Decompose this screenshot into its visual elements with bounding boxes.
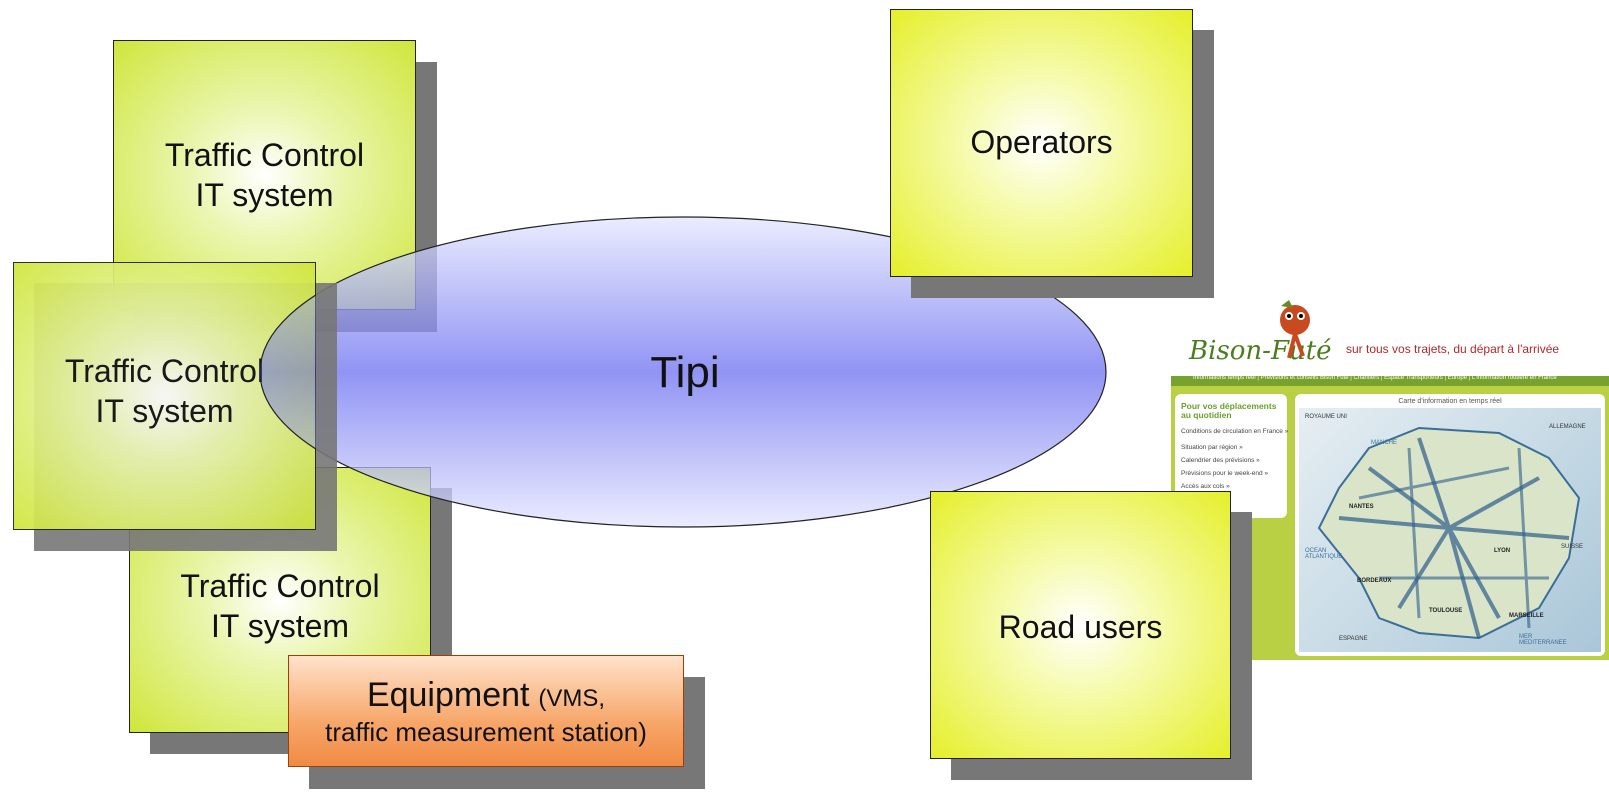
traffic-control-line1: Traffic Control <box>180 568 380 604</box>
screenshot-left-item: Prévisions pour le week-end » <box>1181 470 1269 477</box>
map-label: LYON <box>1494 548 1511 554</box>
screenshot-left-item: Conditions de circulation en France » <box>1181 428 1289 435</box>
screenshot-left-item: Situation par région » <box>1181 444 1243 451</box>
map-label: TOULOUSE <box>1429 608 1463 614</box>
screenshot-left-panel-title: Pour vos déplacements au quotidien <box>1181 401 1277 421</box>
map-label: ESPAGNE <box>1339 636 1368 642</box>
traffic-control-label: Traffic Control IT system <box>180 566 379 646</box>
screenshot-map-title: Carte d'information en temps réel <box>1398 398 1502 405</box>
map-label: SUISSE <box>1561 544 1584 550</box>
road-users-label: Road users <box>998 609 1163 645</box>
france-traffic-map: ROYAUME UNI ALLEMAGNE MANCHE OCEAN ATLAN… <box>1299 408 1601 652</box>
traffic-control-line2: IT system <box>95 393 234 429</box>
map-label: BORDEAUX <box>1357 578 1392 584</box>
screenshot-left-item: Calendrier des prévisions » <box>1181 457 1260 464</box>
map-label: ALLEMAGNE <box>1549 424 1586 430</box>
traffic-control-line1: Traffic Control <box>164 137 365 173</box>
screenshot-nav-text: Informations temps réel | Prévisions et … <box>1193 375 1557 381</box>
screenshot-logo: Bison-Futé <box>1189 336 1332 366</box>
traffic-control-line1: Traffic Control <box>64 353 265 389</box>
traffic-control-label: Traffic Control IT system <box>165 135 364 215</box>
equipment-line1: Equipment (VMS, <box>367 674 605 717</box>
traffic-control-line2: IT system <box>210 608 350 644</box>
tipi-label: Tipi <box>650 348 720 397</box>
bison-fute-screenshot: Bison-Futé sur tous vos trajets, du dépa… <box>1171 298 1609 660</box>
map-label: MER MEDITERRANEE <box>1519 634 1567 646</box>
map-label: OCEAN ATLANTIQUE <box>1305 548 1343 560</box>
equipment-box: Equipment (VMS, traffic measurement stat… <box>288 655 684 767</box>
screenshot-header <box>1171 298 1609 378</box>
bison-mascot-icon <box>1280 300 1310 359</box>
screenshot-navbar <box>1171 376 1609 386</box>
map-label: MARSEILLE <box>1509 613 1544 619</box>
operators-box: Operators <box>890 9 1193 277</box>
equipment-detail1: (VMS, <box>538 684 606 712</box>
operators-label: Operators <box>970 124 1113 160</box>
screenshot-tagline: sur tous vos trajets, du départ à l'arri… <box>1346 342 1560 356</box>
traffic-control-label: Traffic Control IT system <box>65 351 264 431</box>
map-label: ROYAUME UNI <box>1305 414 1347 420</box>
equipment-detail2: traffic measurement station) <box>325 717 647 747</box>
screenshot-left-item: Accès aux cols » <box>1181 483 1230 490</box>
map-label: NANTES <box>1349 504 1374 510</box>
map-label: MANCHE <box>1371 440 1398 446</box>
traffic-control-line2: IT system <box>195 177 334 213</box>
road-users-box: Road users <box>930 491 1231 759</box>
france-map-icon <box>1317 426 1581 640</box>
equipment-main: Equipment <box>366 675 530 714</box>
traffic-control-box-middle: Traffic Control IT system <box>13 262 316 530</box>
